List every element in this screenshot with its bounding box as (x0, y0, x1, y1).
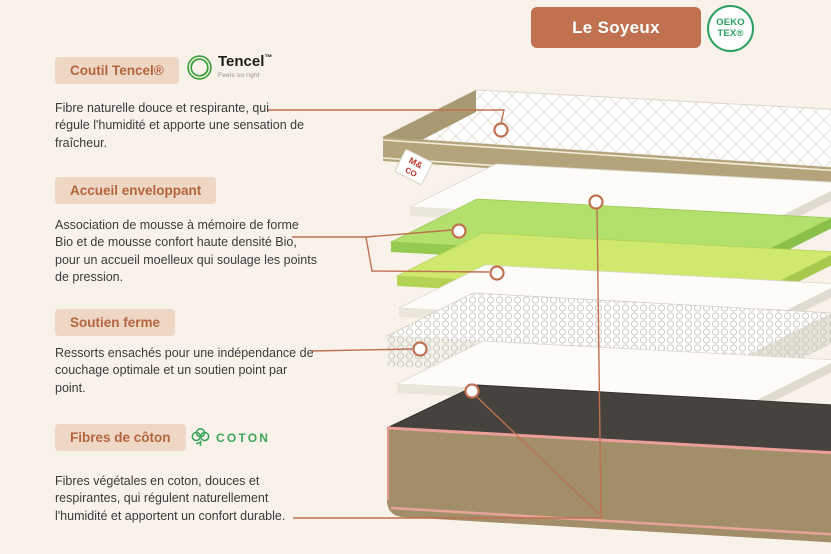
tencel-trademark: ™ (264, 53, 273, 62)
tencel-name-text: Tencel (218, 53, 265, 70)
marker-dots (412, 122, 604, 399)
tencel-tagline: Feels so right (218, 71, 260, 79)
oeko-tex-badge-line2: TEX® (717, 27, 744, 39)
section-description-cotton: Fibres végétales en coton, douces et res… (55, 474, 286, 523)
layer-cotton-base (386, 384, 831, 543)
marker-cotton-sheet (464, 383, 480, 399)
connector-springs (311, 348, 413, 352)
section-label-cotton: Fibres de côton (55, 424, 186, 451)
section-description-foam: Association de mousse à mémoire de forme… (55, 218, 317, 284)
oeko-tex-badge: OEKO TEX® (707, 5, 754, 52)
connector-cover (268, 109, 505, 124)
marker-memory-foam (451, 223, 467, 239)
connector-cotton-diagonal (476, 396, 600, 515)
section-label-cover: Coutil Tencel® (55, 57, 179, 84)
coton-logo: COTON (190, 427, 270, 448)
section-description-springs: Ressorts ensachés pour une indépendance … (55, 346, 314, 395)
section-description-cover: Fibre naturelle douce et respirante, qui… (55, 101, 305, 150)
section-label-springs: Soutien ferme (55, 309, 176, 336)
tencel-wordmark: Tencel™ (218, 53, 273, 71)
product-name-banner: Le Soyeux (531, 7, 701, 48)
cotton-flower-icon (191, 427, 210, 446)
connector-comfort-foam (365, 236, 490, 273)
connector-cotton-long (293, 208, 602, 519)
marker-cover (493, 122, 509, 138)
tencel-logo: Tencel™ Feels so right (186, 53, 273, 81)
connector-lines (268, 109, 602, 519)
tencel-leaf-icon (187, 55, 212, 80)
coton-label-text: COTON (216, 430, 271, 445)
section-label-foam: Accueil enveloppant (55, 177, 217, 204)
marker-springs (412, 341, 428, 357)
marker-cotton-layer (588, 194, 604, 210)
oeko-tex-badge-line1: OEKO (716, 16, 745, 28)
marker-comfort-foam (489, 265, 505, 281)
brand-label: M& CO (394, 149, 433, 185)
